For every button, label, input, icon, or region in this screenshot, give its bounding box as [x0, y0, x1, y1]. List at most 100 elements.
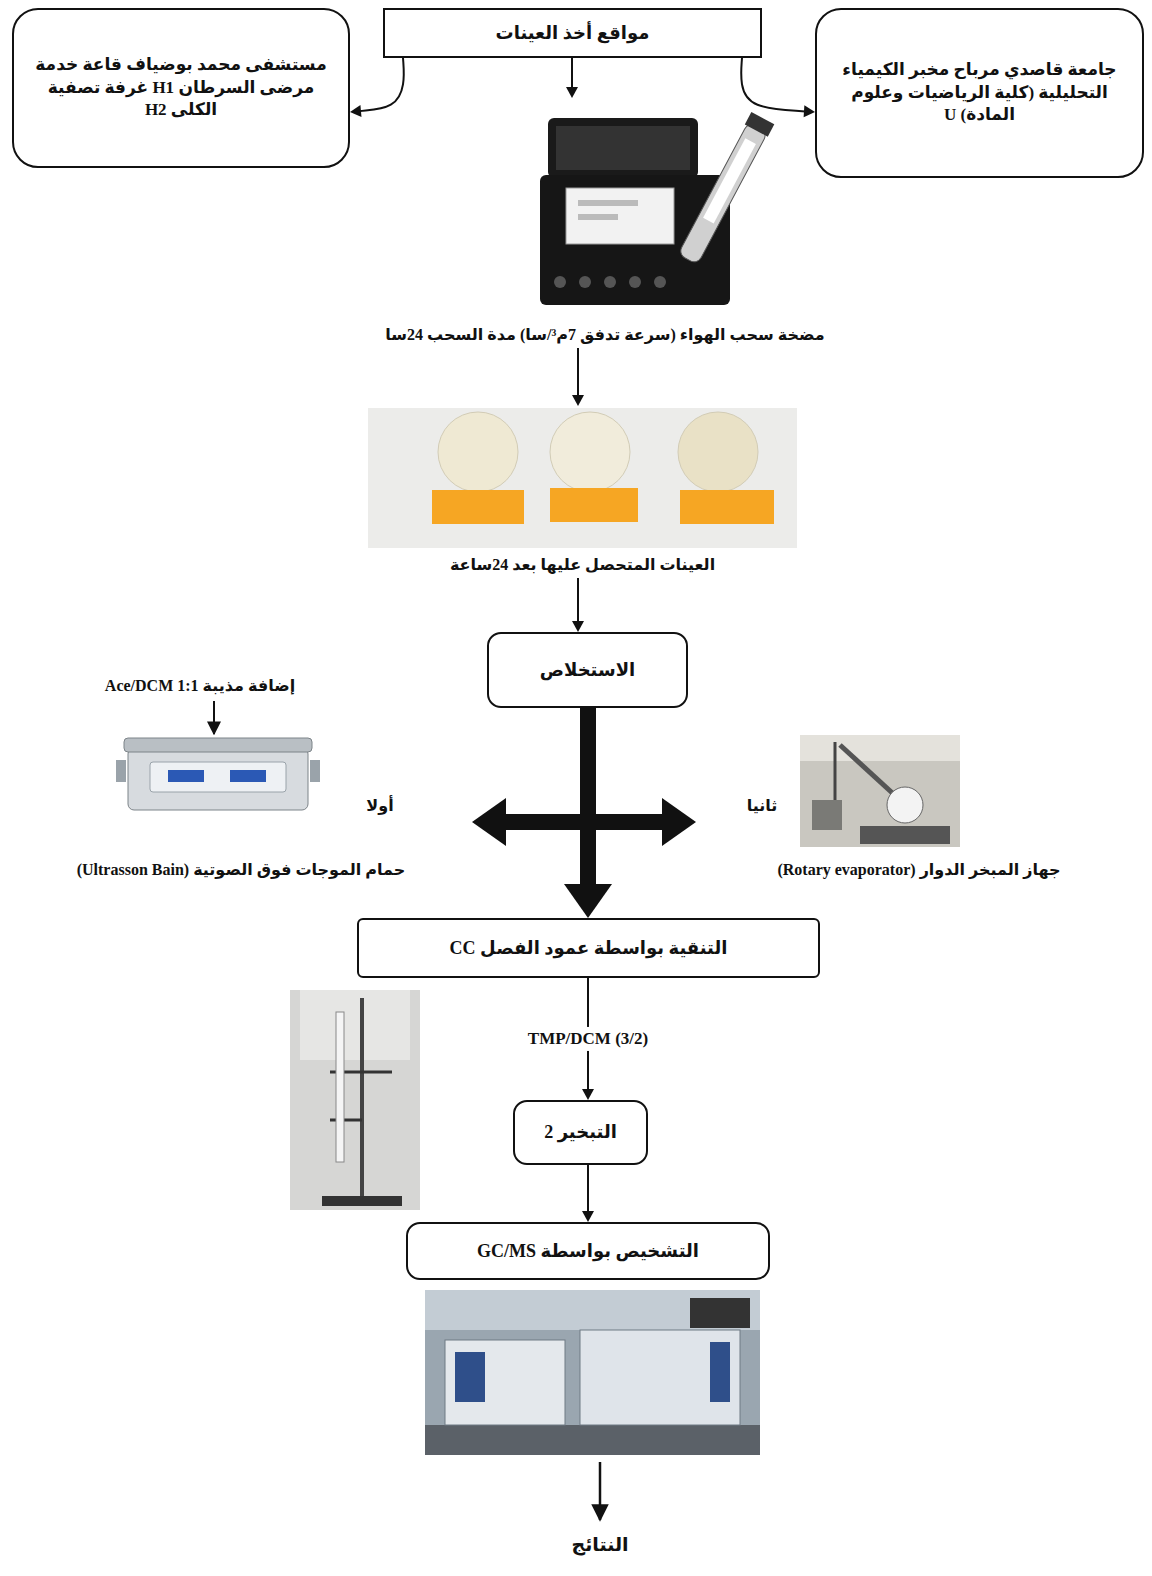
bath-body	[128, 748, 308, 810]
pump-knob	[579, 276, 591, 288]
note-label: إضافة مذيبة 1:1 Ace/DCM	[105, 676, 295, 697]
arrow-head	[572, 395, 584, 406]
bench	[425, 1425, 760, 1455]
result-arrow	[599, 1462, 602, 1520]
process-box: التبخير 2	[513, 1100, 648, 1165]
pump-panel-mark	[578, 214, 618, 220]
unit-panel	[455, 1352, 485, 1402]
glass-column	[336, 1012, 344, 1162]
photo-ground	[368, 408, 797, 548]
bath-handle	[116, 760, 126, 782]
bath-step: حمام الموجات فوق الصوتية (Ultrasson Bain…	[10, 735, 472, 883]
photo-wall	[425, 1290, 760, 1330]
filter-disc	[550, 412, 630, 492]
arrow-head	[472, 798, 506, 846]
sample-tag	[432, 490, 524, 524]
meter-tube	[678, 122, 768, 265]
node-text: جامعة قاصدي مرباح مخبر الكيمياء التحليلي…	[831, 59, 1128, 128]
monitor	[690, 1298, 750, 1328]
gc-unit	[445, 1340, 565, 1425]
arrow-head	[662, 798, 696, 846]
connector-line	[503, 708, 588, 822]
note-label: أولا	[366, 796, 393, 817]
flow-meter	[676, 112, 774, 265]
bath-handle	[310, 760, 320, 782]
connector-line	[360, 58, 404, 111]
note-label: النتائج	[571, 1533, 628, 1558]
arrow-head	[564, 884, 612, 918]
pump-knob	[604, 276, 616, 288]
flow-arrow	[572, 578, 584, 632]
flow-arrow	[564, 708, 612, 918]
bath-display	[230, 770, 266, 782]
clamp	[330, 1119, 362, 1122]
photo-ground	[800, 735, 960, 847]
photo-ground	[290, 990, 420, 1210]
process-box: التنقية بواسطة عمود الفصل CC	[357, 918, 820, 978]
pump-panel-mark	[578, 200, 638, 206]
sample-tag	[680, 490, 774, 524]
motor	[812, 800, 842, 830]
solvent-arrow	[213, 701, 215, 734]
filter-samples	[368, 408, 797, 548]
arrow-head	[582, 1211, 594, 1222]
meter-glass	[703, 138, 756, 223]
connector-line	[577, 348, 579, 396]
separation-column	[290, 990, 420, 1210]
stand-base	[322, 1196, 402, 1206]
ms-unit	[580, 1330, 740, 1425]
condenser	[840, 745, 900, 800]
connector-line	[588, 708, 665, 822]
arrow-head	[350, 105, 361, 117]
pump-knob	[654, 276, 666, 288]
samples-step: العينات المتحصل عليها بعد 24ساعة	[368, 406, 797, 578]
connector-line	[571, 58, 573, 88]
sites-box: مواقع أخذ العينات	[383, 8, 762, 58]
filter-disc	[678, 412, 758, 492]
arrow-head	[804, 105, 815, 117]
bath-rim	[124, 738, 312, 752]
node-text: مضخة سحب الهواء (سرعة تدفق 7م³/سا) مدة ا…	[385, 324, 824, 346]
site-box: مستشفى محمد بوضياف قاعة خدمة مرضى السرطا…	[12, 8, 350, 168]
node-text: مستشفى محمد بوضياف قاعة خدمة مرضى السرطا…	[28, 54, 334, 123]
flow-arrow	[572, 348, 584, 406]
flask	[887, 787, 923, 823]
site-box: جامعة قاصدي مرباح مخبر الكيمياء التحليلي…	[815, 8, 1144, 178]
pump-step: مضخة سحب الهواء (سرعة تدفق 7م³/سا) مدة ا…	[300, 98, 910, 348]
sample-tag	[550, 488, 638, 522]
flow-arrow	[566, 58, 578, 98]
flow-arrow	[472, 708, 588, 846]
node-text: التشخيص بواسطة GC/MS	[477, 1239, 699, 1263]
process-box: التشخيص بواسطة GC/MS	[406, 1222, 770, 1280]
pump-lid-inner	[556, 126, 690, 170]
unit-panel	[710, 1342, 730, 1402]
photo-wall	[800, 735, 960, 761]
node-text: التنقية بواسطة عمود الفصل CC	[450, 936, 728, 960]
connector-line	[577, 578, 579, 622]
flow-arrow	[588, 708, 696, 846]
gcms-instrument	[425, 1290, 760, 1455]
pump-knob	[554, 276, 566, 288]
flow-arrow	[350, 58, 404, 117]
edge-label: TMP/DCM (3/2)	[522, 1027, 654, 1051]
water-bath	[860, 826, 950, 844]
node-text: جهاز المبخر الدوار (Rotary evaporator)	[777, 859, 1060, 881]
pump-knob	[629, 276, 641, 288]
flow-arrow	[582, 1165, 594, 1222]
rotary-evaporator	[800, 735, 960, 847]
pump-lid	[548, 118, 698, 178]
stand-rod	[360, 998, 364, 1200]
arrow-head	[572, 621, 584, 632]
meter-cap	[745, 112, 775, 137]
air-pump	[540, 112, 774, 305]
pump-panel	[566, 188, 674, 244]
ultrasonic-bath	[116, 738, 320, 810]
connector-line	[587, 1165, 589, 1212]
photo-ground	[425, 1290, 760, 1455]
note-label: ثانيا	[747, 796, 778, 817]
node-text: حمام الموجات فوق الصوتية (Ultrasson Bain…	[77, 859, 406, 881]
node-text: مواقع أخذ العينات	[496, 21, 650, 45]
